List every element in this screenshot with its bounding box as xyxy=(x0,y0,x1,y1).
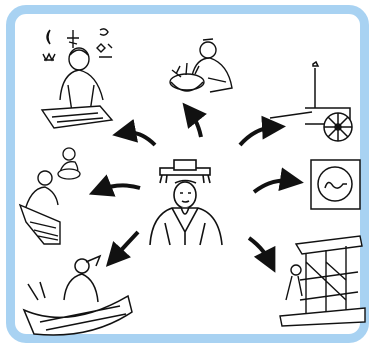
compass-seal-icon xyxy=(311,160,360,209)
arrow-to-writing xyxy=(124,133,155,146)
arrows xyxy=(100,112,292,262)
boat-builder-icon xyxy=(24,256,132,335)
scribe-with-symbols-icon xyxy=(42,29,112,128)
arrow-to-measurement xyxy=(254,180,292,192)
arrow-to-transport xyxy=(240,127,274,145)
farmer-with-basket-icon xyxy=(170,39,232,92)
house-builder-icon xyxy=(280,236,365,326)
arrow-to-agriculture xyxy=(190,112,201,137)
arrow-to-boats xyxy=(114,232,138,258)
weaver-icon xyxy=(20,171,60,244)
arrow-to-building xyxy=(249,238,270,262)
central-ruler-figure xyxy=(150,160,222,245)
arrow-to-weaving xyxy=(100,185,140,190)
chariot-icon xyxy=(270,62,352,141)
herb-gatherer-icon xyxy=(58,148,80,179)
